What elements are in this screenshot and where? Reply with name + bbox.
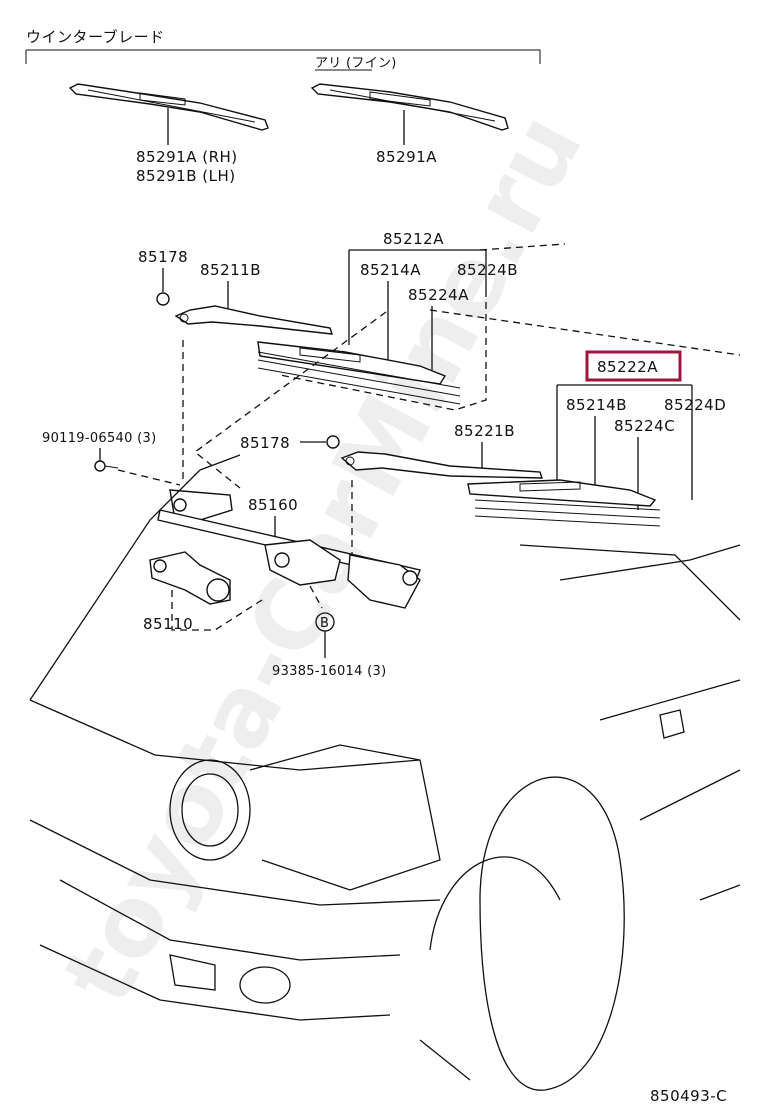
diagram-code: 850493-C: [650, 1087, 727, 1105]
label-arm-left: 85211B: [200, 261, 261, 279]
wiper-link-part: [157, 489, 421, 609]
label-nut-right: 85178: [240, 434, 290, 452]
label-plate-left-a: 85224A: [408, 286, 469, 304]
label-85291a-rh: 85291A (RH): [136, 148, 238, 166]
left-blade-outline: [279, 290, 487, 411]
wiper-blade-right-set: [467, 479, 661, 527]
wheel-outline: [419, 776, 625, 1091]
dash-bolt: [117, 469, 181, 486]
section-subheader: アリ (フイン): [315, 56, 397, 71]
wiper-motor-part: [149, 551, 231, 605]
label-plate-right-d: 85224D: [664, 396, 726, 414]
label-blade-assy-right: 85222A: [597, 358, 658, 376]
hood-line-top: [479, 243, 566, 251]
label-blade-assy-left: 85212A: [383, 230, 444, 248]
dash-motor: [171, 590, 263, 631]
label-bolt: 90119-06540 (3): [42, 431, 156, 446]
highlight-85222a: [585, 350, 682, 382]
hood-line-mid: [429, 309, 741, 356]
fog-lights-outline: [169, 954, 291, 1004]
winter-blade-right: [310, 83, 509, 131]
label-motor: 85110: [143, 615, 193, 633]
side-marker-outline: [659, 709, 685, 739]
label-link: 85160: [248, 496, 298, 514]
label-85291b-lh: 85291B (LH): [136, 167, 236, 185]
nut-right-part: [326, 435, 340, 449]
label-plate-left-b: 85224B: [457, 261, 518, 279]
bracket-85222a: [556, 384, 693, 500]
circle-b-letter: B: [320, 616, 329, 631]
hood-line-left: [193, 311, 387, 489]
wiper-arm-right: [340, 451, 543, 479]
label-nut-left: 85178: [138, 248, 188, 266]
nut-left-part: [156, 292, 170, 306]
winter-blade-left: [68, 83, 269, 131]
dash-grommet: [309, 585, 323, 609]
section-title: ウインターブレード: [26, 28, 165, 46]
car-body-outline: [29, 454, 741, 1021]
bracket-85212a: [348, 249, 487, 345]
label-rubber-right-b: 85214B: [566, 396, 627, 414]
label-rubber-left-a: 85214A: [360, 261, 421, 279]
label-grommet: 93385-16014 (3): [272, 664, 386, 679]
label-arm-right: 85221B: [454, 422, 515, 440]
bolt-part: [94, 460, 119, 472]
wiper-arm-left: [174, 305, 334, 335]
headlight-outline: [169, 744, 441, 891]
label-85291a: 85291A: [376, 148, 437, 166]
label-plate-right-c: 85224C: [614, 417, 675, 435]
header-bracket: [25, 49, 541, 64]
wiper-blade-left-set: [257, 341, 461, 405]
